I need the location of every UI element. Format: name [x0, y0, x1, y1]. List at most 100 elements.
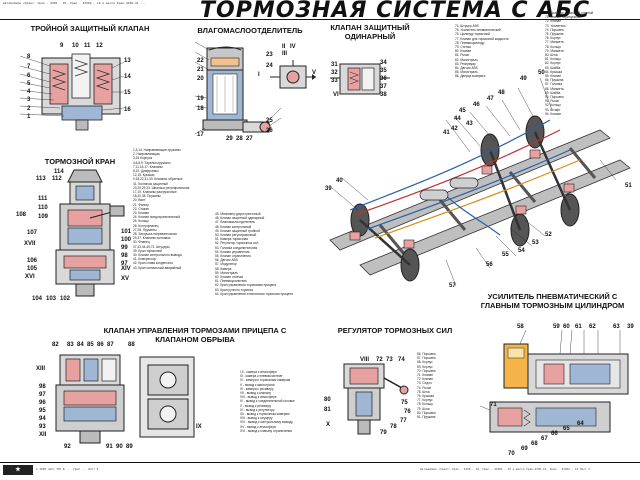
- section-triple-valve: ТРОЙНОЙ ЗАЩИТНЫЙ КЛАПАН: [30, 24, 150, 33]
- label-73: 73: [386, 357, 393, 363]
- label-58: 58: [517, 324, 524, 330]
- label-100: 100: [121, 237, 132, 243]
- label-32: 32: [331, 70, 338, 76]
- legend-item: 20. Винт: [133, 198, 146, 203]
- label-113: 113: [36, 176, 46, 182]
- label-95: 95: [39, 408, 46, 414]
- legend-item: 59. Магистраль: [215, 270, 238, 275]
- label-13: 13: [124, 58, 131, 64]
- label-42: 42: [451, 126, 458, 132]
- label-57: 57: [449, 283, 456, 289]
- label-52: 52: [545, 232, 552, 238]
- legend-item: 47. Влагомаслоотделитель: [215, 220, 256, 225]
- legend-item: 68. Корпус: [417, 360, 433, 365]
- label-106: 106: [27, 258, 38, 264]
- legend-item: 67. Поршень: [417, 356, 436, 361]
- label-97: 97: [121, 261, 128, 267]
- label-7: 7: [27, 64, 31, 70]
- trailer-valve-drawing: [55, 354, 195, 444]
- label-33: 33: [331, 78, 338, 84]
- label-11: 11: [84, 43, 91, 49]
- legend-item: 73. Усилитель: [545, 23, 566, 28]
- section-force-regulator: РЕГУЛЯТОР ТОРМОЗНЫХ СИЛ: [337, 326, 453, 335]
- label-45: 45: [459, 108, 466, 114]
- legend-item: 39. Кран тормозной: [133, 248, 163, 253]
- label-16: 16: [124, 107, 131, 113]
- label-71: 71: [490, 402, 497, 408]
- label-43: 43: [466, 121, 473, 127]
- legend-item: 25. Кольцо: [133, 219, 149, 224]
- label-XIV: XIV: [121, 266, 131, 272]
- legend-item: 81. Кольцо: [545, 57, 561, 62]
- legend-item: 82. Корпус: [545, 61, 561, 66]
- legend-item: 74. Штуцер ABS: [455, 24, 479, 28]
- section-trailer-valve: КЛАПАН УПРАВЛЕНИЯ ТОРМОЗАМИ ПРИЦЕПА С КЛ…: [103, 326, 287, 344]
- legend-item: XV - вывод к атмосфере: [240, 424, 277, 429]
- legend-item: 71. Клапан: [417, 373, 434, 378]
- section-single-valve: КЛАПАН ЗАЩИТНЫЙ ОДИНАРНЫЙ: [330, 23, 410, 41]
- label-27: 27: [246, 136, 253, 142]
- section-booster: УСИЛИТЕЛЬ ПНЕВМАТИЧЕСКИЙ С ГЛАВНЫМ ТОРМО…: [480, 292, 625, 310]
- legend-item: 40. Клапан контрольного вывода: [133, 253, 182, 258]
- legend-item: 23. Клапан: [133, 211, 150, 216]
- legend-item: 21. Фильтр: [133, 202, 150, 207]
- label-XV: XV: [121, 276, 130, 282]
- label-II: II: [282, 44, 286, 50]
- label-28: 28: [236, 136, 243, 142]
- legend-item: 80. Поршень: [417, 410, 436, 415]
- legend-item: 49. Клапан защитный тройной: [215, 228, 260, 233]
- legend-item: I,II - камера к атмосфере: [240, 370, 277, 374]
- label-74: 74: [398, 357, 405, 363]
- label-9: 9: [60, 43, 64, 49]
- legend-item: 18,20,38. Пружины: [133, 194, 161, 199]
- legend-item: 62. Кран управления тормозами прицепа: [215, 283, 276, 288]
- legend-item: 27,28. Пружины: [133, 227, 157, 232]
- legend-item: VI - камера к ресиверу: [240, 386, 274, 391]
- publisher-logo: ★: [3, 465, 33, 475]
- legend-item: X - вывод к ресиверу: [240, 403, 272, 408]
- label-10: 10: [72, 43, 79, 49]
- legend-item: 3,16 Корпуса: [133, 156, 153, 161]
- label-V: V: [312, 70, 317, 76]
- label-105: 105: [27, 266, 38, 272]
- legend-item: 29,37. Клапаны поплавки: [133, 236, 171, 241]
- label-85: 85: [87, 342, 94, 348]
- label-60: 60: [563, 324, 570, 330]
- legend-item: 12,15. Крышки: [133, 173, 155, 178]
- label-47: 47: [487, 96, 494, 102]
- label-80: 80: [324, 397, 331, 403]
- label-34: 34: [380, 60, 387, 66]
- legend-item: 69. Корпус: [417, 364, 433, 369]
- label-39: 39: [325, 186, 332, 192]
- label-VI: VI: [333, 92, 339, 98]
- legend-item: 26. Контрфланец: [133, 223, 159, 228]
- legend-item: VIII - вывод к атмосфере: [240, 395, 277, 400]
- legend-item: 79. Манжета: [545, 48, 564, 53]
- label-109: 109: [38, 214, 49, 220]
- single-valve-drawing: [330, 63, 390, 95]
- legend-item: 57. Модулятор: [215, 262, 237, 267]
- legend-item: IV - камера к тормозным камерам: [240, 378, 291, 383]
- legend-item: XVI - вывод к клапану ограничения: [240, 428, 292, 433]
- legend-item: 72. Клапан: [417, 377, 434, 382]
- legend-item: VII - вывод к клапану: [240, 391, 272, 396]
- legend-item: 60. Клапан отсечки: [215, 275, 244, 280]
- label-50: 50: [538, 70, 545, 76]
- legend-item: 53. Головка соединительная: [215, 245, 258, 250]
- label-69: 69: [521, 446, 528, 452]
- legend-item: 4,6,8,9. Тарелки пружины: [133, 160, 171, 165]
- legend-item: 79. Шток: [417, 406, 430, 411]
- label-54: 54: [518, 248, 525, 254]
- label-1: 1: [27, 114, 31, 120]
- legend-item: 37,43,44,45,73. Штуцеры: [133, 244, 170, 249]
- label-53: 53: [532, 240, 539, 246]
- label-44: 44: [454, 116, 461, 122]
- label-79: 79: [380, 430, 387, 436]
- legend-item: 80. Клапан: [455, 49, 472, 54]
- label-96: 96: [39, 400, 46, 406]
- legend-item: 94. Клапан: [545, 111, 562, 116]
- legend-item: 28. Заглушка нагревательная: [133, 232, 177, 237]
- legend-item: 78. Кольцо: [545, 44, 561, 49]
